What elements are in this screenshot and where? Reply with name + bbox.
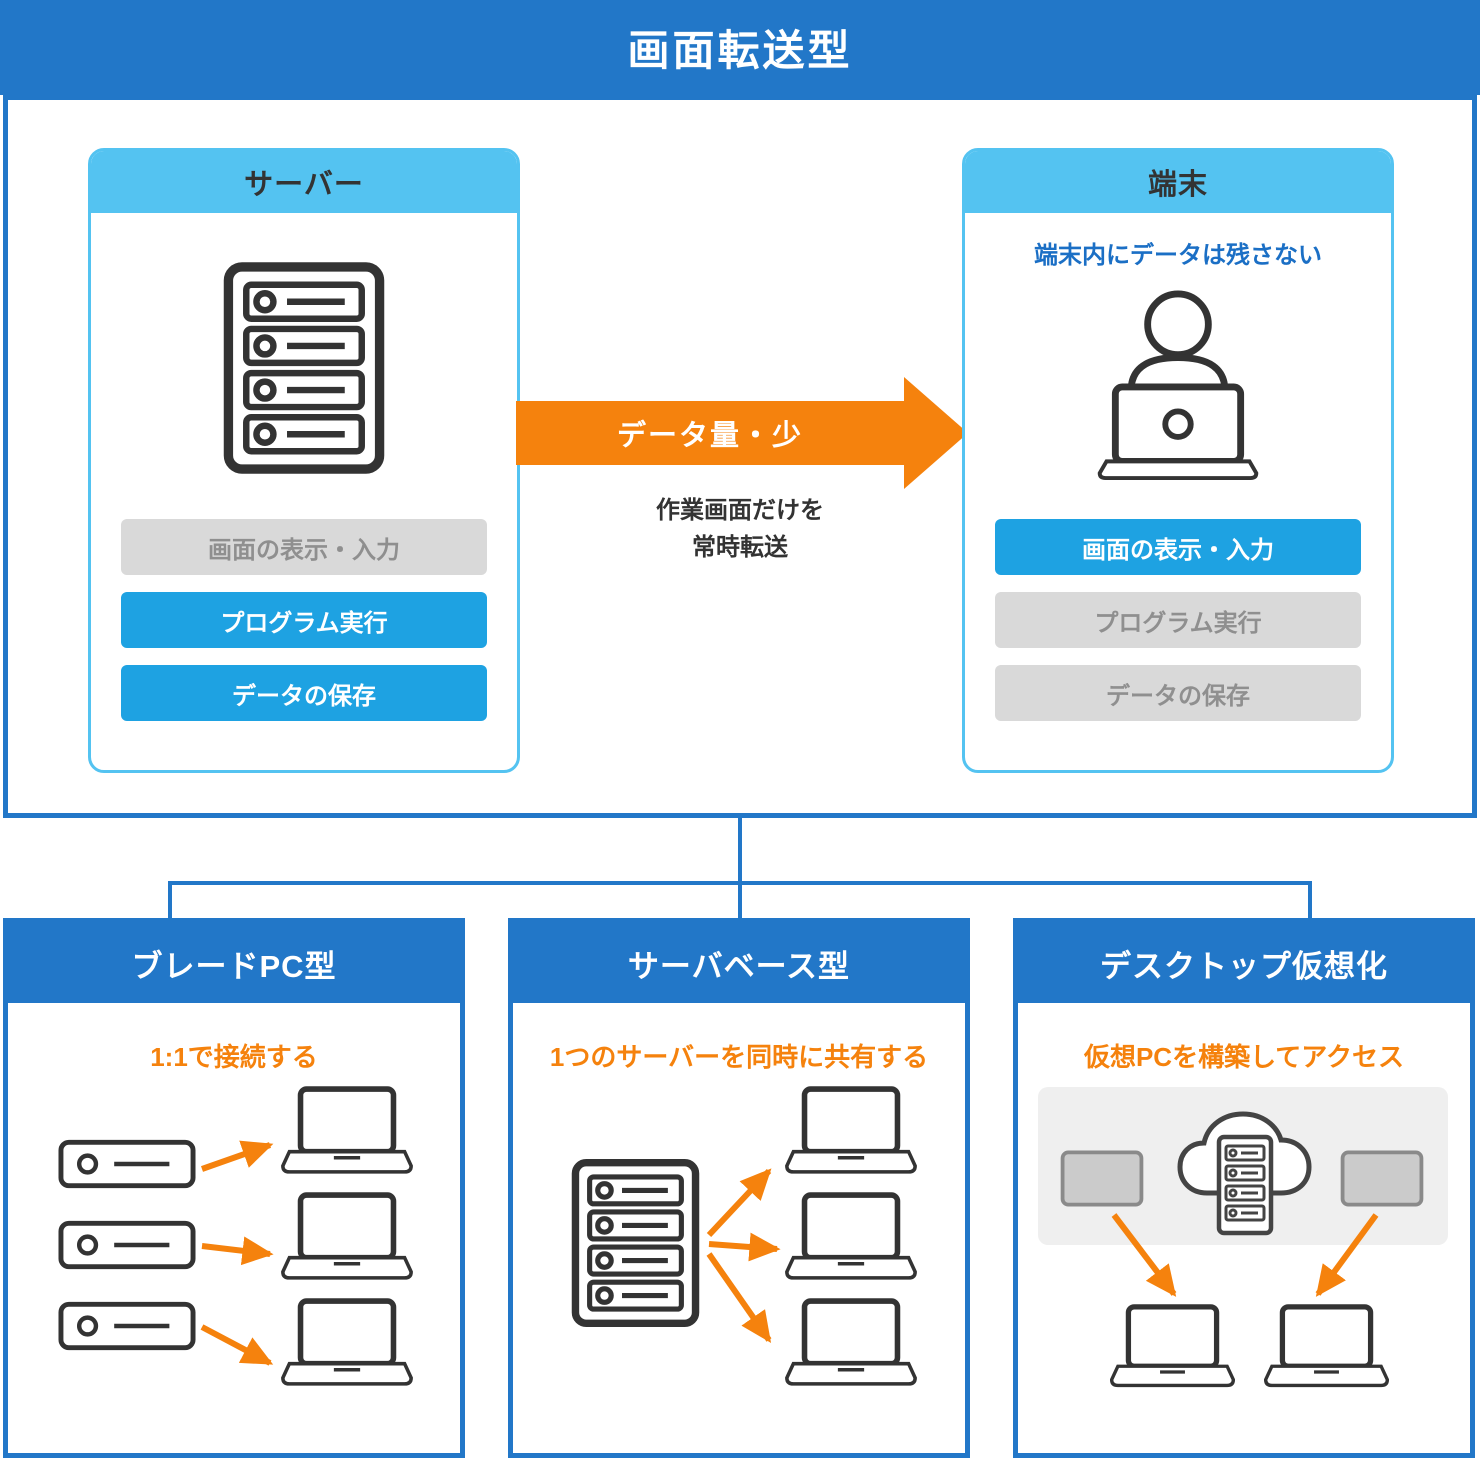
person-laptop-icon [1097,290,1259,480]
server-card-title: サーバー [244,169,364,201]
terminal-function-program-exec: プログラム実行 [995,592,1361,648]
fanout-connection-arrows-icon [706,1168,781,1343]
vdi-header: デスクトップ仮想化 [1018,923,1470,1003]
vdi-connection-arrows-icon [1111,1213,1379,1297]
server-card-header: サーバー [91,151,517,213]
vdi-card: デスクトップ仮想化 仮想PCを構築してアクセス [1013,918,1475,1458]
transfer-arrow-label: データ量・少 [616,420,803,452]
server-based-title: サーバベース型 [627,948,851,984]
laptop-icon [281,1298,413,1386]
blade-connection-arrows-icon [200,1140,274,1366]
cloud-server-icon [1177,1111,1312,1236]
rack-server-icon [571,1159,700,1327]
server-unit-icon [58,1301,196,1351]
server-based-subtitle: 1つのサーバーを同時に共有する [549,1042,929,1072]
blade-pc-subtitle: 1:1で接続する [150,1042,318,1072]
laptop-icon [1110,1304,1235,1388]
main-diagram-panel: サーバー 画面の表示・入力 プログラム実行 データの保存 データ量・少 [3,95,1477,818]
server-function-list: 画面の表示・入力 プログラム実行 データの保存 [121,519,487,738]
vdi-subtitle: 仮想PCを構築してアクセス [1083,1042,1405,1072]
server-card: サーバー 画面の表示・入力 プログラム実行 データの保存 [88,148,520,773]
terminal-card-title: 端末 [1147,169,1208,201]
laptop-icon [785,1298,917,1386]
laptop-icon [281,1086,413,1174]
rack-server-icon [223,262,385,474]
laptop-icon [785,1086,917,1174]
server-function-display-input: 画面の表示・入力 [121,519,487,575]
laptop-icon [281,1192,413,1280]
connector-line-horizontal [168,881,1312,885]
server-unit-icon [58,1220,196,1270]
server-based-diagram: 1つのサーバーを同時に共有する [513,1003,965,1453]
server-based-header: サーバベース型 [513,923,965,1003]
transfer-arrow-caption: 作業画面だけを 常時転送 [656,497,824,561]
blade-pc-header: ブレードPC型 [8,923,460,1003]
server-function-data-save: データの保存 [121,665,487,721]
monitor-icon [1060,1150,1144,1207]
terminal-card-header: 端末 [965,151,1391,213]
terminal-card: 端末 端末内にデータは残さない 画面の表示・入力 プログラム実行 データの保存 [962,148,1394,773]
server-function-program-exec: プログラム実行 [121,592,487,648]
server-unit-icon [58,1139,196,1189]
laptop-icon [785,1192,917,1280]
terminal-note: 端末内にデータは残さない [1034,242,1322,269]
blade-pc-diagram: 1:1で接続する [8,1003,460,1453]
page-title: 画面転送型 [627,27,853,74]
terminal-function-data-save: データの保存 [995,665,1361,721]
vdi-diagram: 仮想PCを構築してアクセス [1018,1003,1470,1453]
blade-pc-card: ブレードPC型 1:1で接続する [3,918,465,1458]
blade-pc-title: ブレードPC型 [131,948,337,984]
connector-line-middle [738,818,742,918]
title-bar: 画面転送型 [0,0,1480,95]
connector-line-right [1308,881,1312,918]
terminal-function-list: 画面の表示・入力 プログラム実行 データの保存 [995,519,1361,738]
vdi-title: デスクトップ仮想化 [1100,948,1388,984]
monitor-icon [1340,1150,1424,1207]
arrow-right-icon [516,377,968,489]
laptop-icon [1264,1304,1389,1388]
terminal-function-display-input: 画面の表示・入力 [995,519,1361,575]
connector-line-left [168,881,172,918]
server-based-card: サーバベース型 1つのサーバーを同時に共有する [508,918,970,1458]
